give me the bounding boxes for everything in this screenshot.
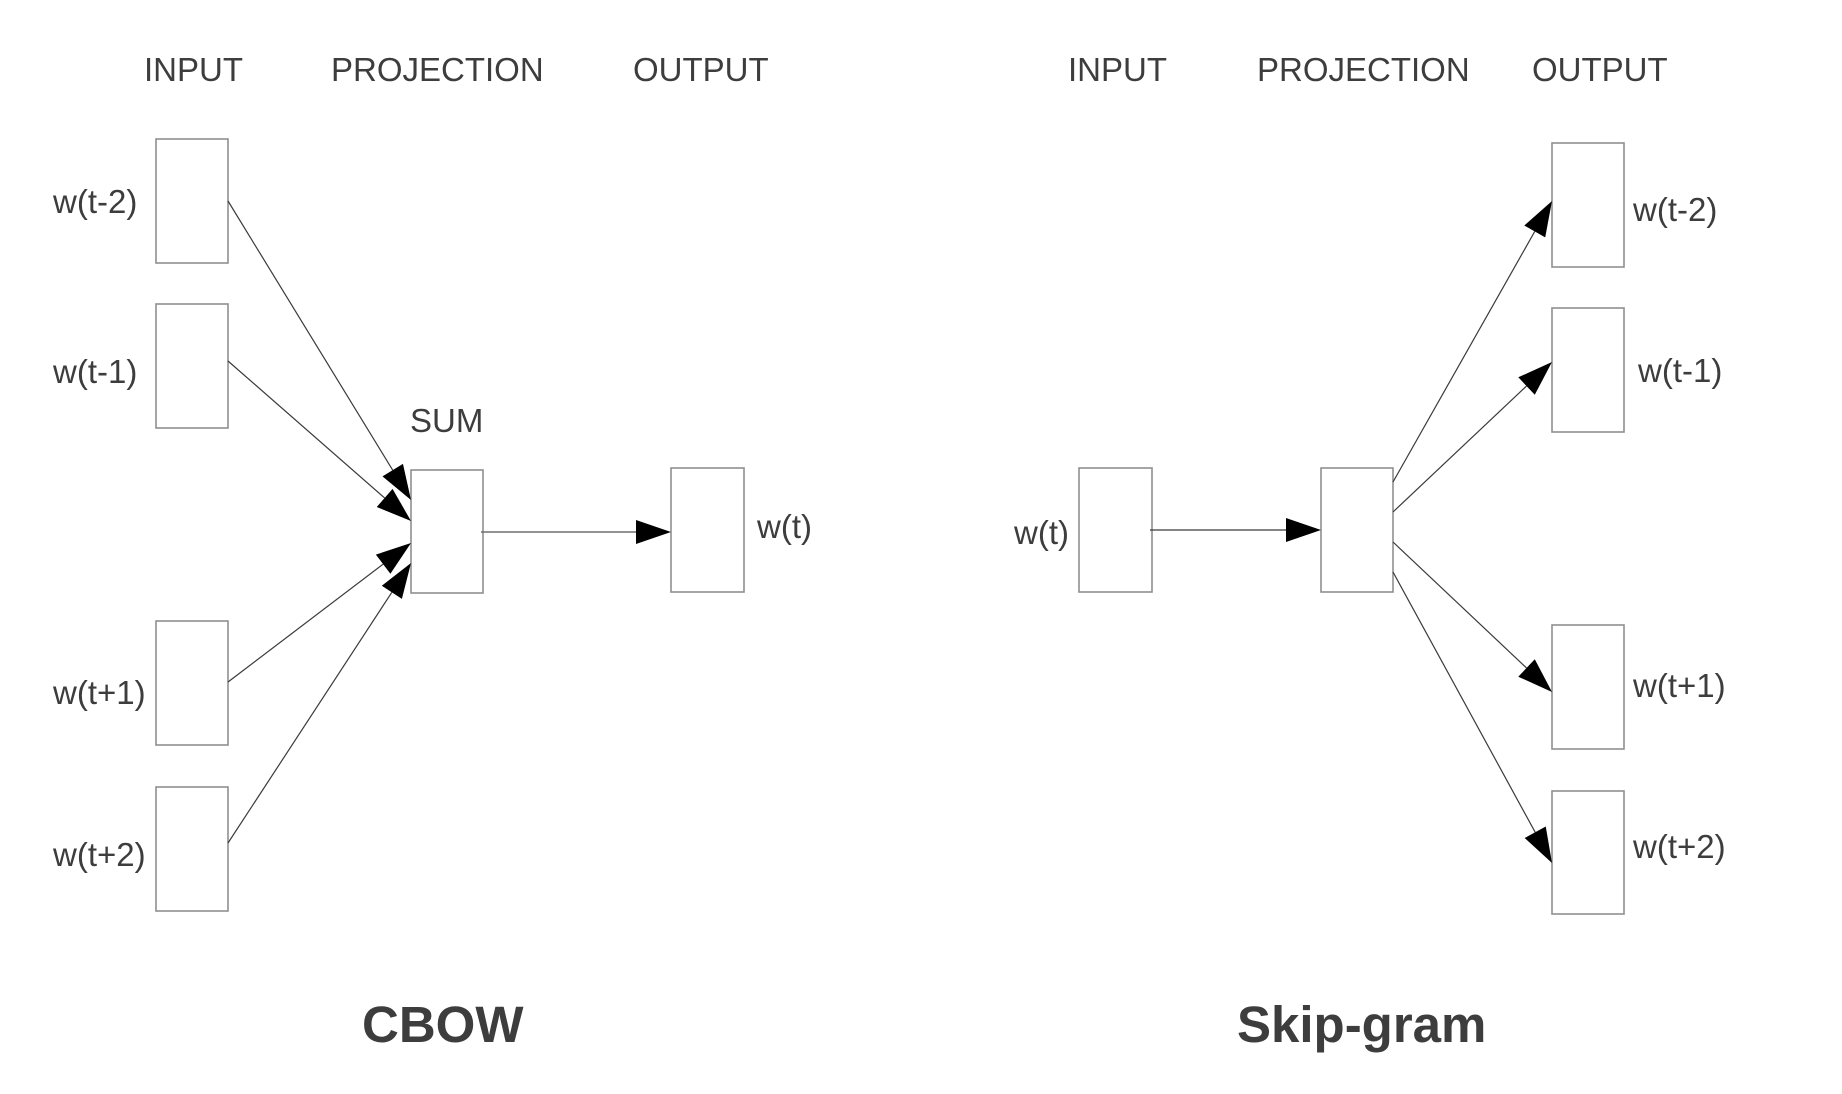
cbow-edge-input-1-arrowhead-icon (382, 463, 411, 500)
skipgram-edges (1150, 201, 1552, 863)
cbow-header-projection: PROJECTION (331, 51, 544, 88)
skipgram-title: Skip-gram (1237, 996, 1486, 1053)
cbow-edge-input-3-line (227, 563, 384, 683)
skipgram-output-label-3: w(t+1) (1632, 667, 1726, 704)
cbow-header-output: OUTPUT (633, 51, 769, 88)
skipgram-edge-output-3-line (1392, 541, 1527, 669)
skipgram-edge-output-4-line (1392, 571, 1536, 833)
skipgram-output-node-3 (1551, 624, 1625, 750)
skipgram-output-label-4: w(t+2) (1632, 828, 1726, 865)
cbow-input-label-2: w(t-1) (52, 353, 137, 390)
cbow-output-node (670, 467, 745, 593)
skipgram-input-label: w(t) (1013, 514, 1069, 551)
skipgram-edge-output-4-arrowhead-icon (1524, 826, 1552, 863)
cbow-edge-input-2-line (227, 360, 386, 499)
skipgram-model: INPUT PROJECTION OUTPUT w(t) w(t-2) w(t-… (1013, 51, 1726, 1053)
cbow-input-node-1 (155, 138, 229, 264)
cbow-input-label-3: w(t+1) (52, 674, 146, 711)
skipgram-header-output: OUTPUT (1532, 51, 1668, 88)
cbow-projection-node (410, 469, 484, 594)
skipgram-output-label-1: w(t-2) (1632, 191, 1717, 228)
skipgram-header-input: INPUT (1068, 51, 1167, 88)
skipgram-input-node (1078, 467, 1153, 593)
cbow-edge-output-arrowhead-icon (636, 520, 671, 544)
cbow-input-node-3 (155, 620, 229, 746)
skipgram-edge-output-2-line (1392, 385, 1527, 513)
cbow-model: INPUT PROJECTION OUTPUT w(t-2) w(t-1) w(… (52, 51, 812, 1053)
cbow-input-label-4: w(t+2) (52, 836, 146, 873)
skipgram-output-node-2 (1551, 307, 1625, 433)
skipgram-header-projection: PROJECTION (1257, 51, 1470, 88)
skipgram-edge-output-3-arrowhead-icon (1518, 659, 1552, 692)
skipgram-edge-output-1-line (1392, 231, 1536, 483)
skipgram-output-label-2: w(t-1) (1637, 352, 1722, 389)
skipgram-edge-input-arrowhead-icon (1286, 518, 1321, 542)
cbow-title: CBOW (362, 996, 524, 1053)
cbow-edge-input-3-arrowhead-icon (375, 543, 411, 574)
cbow-output-label: w(t) (756, 508, 812, 545)
skipgram-edge-output-2-arrowhead-icon (1518, 362, 1552, 395)
cbow-edge-input-4-line (227, 591, 393, 844)
cbow-edge-input-2-arrowhead-icon (376, 488, 411, 521)
cbow-header-input: INPUT (144, 51, 243, 88)
cbow-projection-sum-label: SUM (410, 402, 483, 439)
skipgram-output-node-4 (1551, 790, 1625, 915)
cbow-input-node-2 (155, 303, 229, 429)
cbow-input-label-1: w(t-2) (52, 183, 137, 220)
skipgram-edge-output-1-arrowhead-icon (1524, 201, 1552, 238)
cbow-edge-input-4-arrowhead-icon (381, 563, 411, 599)
cbow-edge-input-1-line (227, 200, 394, 471)
skipgram-output-node-1 (1551, 142, 1625, 268)
cbow-input-node-4 (155, 786, 229, 912)
skipgram-projection-node (1320, 467, 1394, 593)
cbow-edges (227, 200, 671, 844)
